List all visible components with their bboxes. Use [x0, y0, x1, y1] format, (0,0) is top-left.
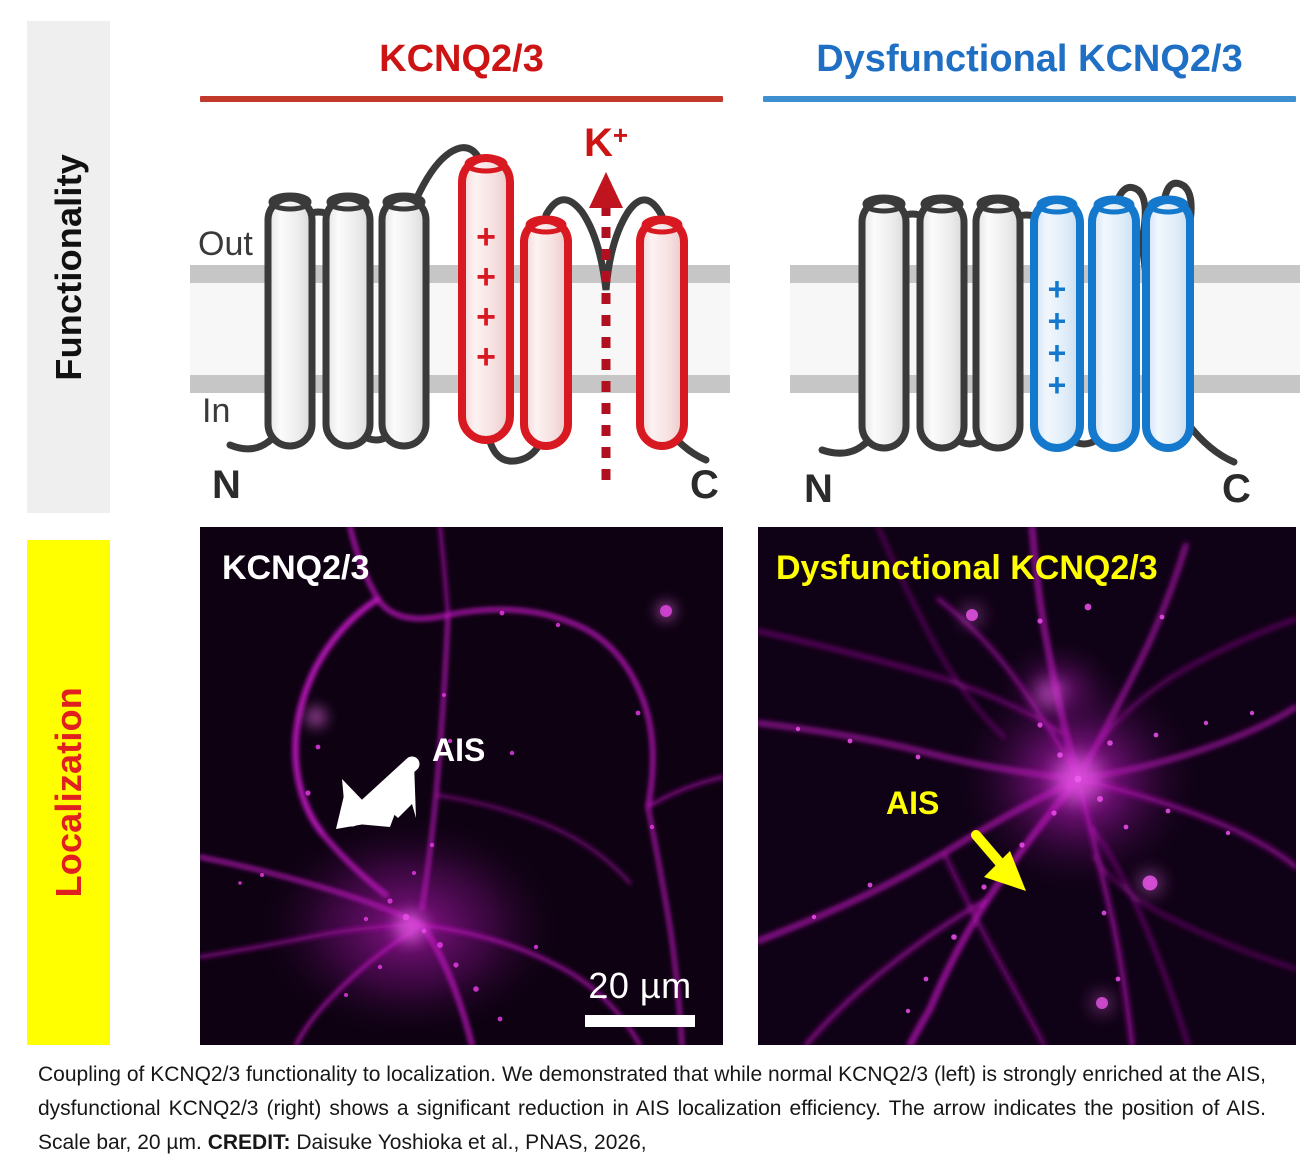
caption-body: Coupling of KCNQ2/3 functionality to loc…: [38, 1063, 1266, 1155]
micrograph-functional: KCNQ2/3 AIS 20 µm: [200, 527, 723, 1045]
label-in: In: [202, 392, 230, 430]
svg-text:+: +: [1048, 335, 1067, 371]
potassium-flux-arrow: [589, 172, 623, 480]
label-out: Out: [198, 225, 253, 263]
helix-s3: [378, 192, 430, 450]
topology-diagram-functional: + + + + K+ Out I: [190, 120, 730, 510]
svg-text:+: +: [476, 258, 496, 296]
topology-diagram-dysfunctional: + + + + N C: [790, 120, 1300, 510]
micrograph-dysfunctional: Dysfunctional KCNQ2/3 AIS: [758, 527, 1296, 1045]
helix-s2: [322, 192, 374, 450]
helix-group-neutral: [858, 194, 1024, 452]
micrograph-functional-image: [200, 527, 723, 1045]
svg-text:+: +: [1048, 303, 1067, 339]
label-n-terminus: N: [212, 463, 241, 507]
row-label-functionality: Functionality: [27, 21, 110, 513]
pore-loop: [542, 196, 666, 291]
helix-s6: [636, 215, 688, 450]
helix-s4-voltage-sensor: + + + +: [458, 154, 514, 444]
svg-text:+: +: [476, 218, 496, 256]
micrograph-dysfunctional-image: [758, 527, 1296, 1045]
caption-credit-label: CREDIT:: [207, 1131, 291, 1155]
helix-s3: [972, 194, 1024, 452]
row-label-localization-text: Localization: [47, 687, 89, 898]
row-label-localization: Localization: [27, 540, 110, 1045]
voltage-sensor-charges: + + + +: [1048, 271, 1067, 403]
loop-c-terminus: [1184, 420, 1238, 466]
helix-group-neutral: [264, 192, 430, 450]
label-c-terminus: C: [1222, 467, 1251, 510]
row-label-functionality-text: Functionality: [47, 153, 89, 381]
helix-s4-voltage-sensor: + + + +: [1030, 195, 1084, 452]
helix-s5: [520, 215, 572, 450]
column-rule-right: [763, 96, 1296, 102]
column-rule-left: [200, 96, 723, 102]
column-title-dysfunctional-kcnq23: Dysfunctional KCNQ2/3: [816, 38, 1243, 80]
label-n-terminus: N: [804, 467, 833, 510]
helix-s1: [264, 192, 316, 450]
svg-text:+: +: [1048, 367, 1067, 403]
svg-text:+: +: [1048, 271, 1067, 307]
caption-credit-text: Daisuke Yoshioka et al., PNAS, 2026,: [290, 1131, 647, 1155]
voltage-sensor-charges: + + + +: [476, 218, 496, 376]
helix-s5: [1088, 195, 1140, 452]
column-title-kcnq23: KCNQ2/3: [379, 38, 544, 80]
svg-text:+: +: [476, 298, 496, 336]
helix-s1: [858, 194, 910, 452]
helix-s6: [1142, 195, 1194, 452]
helix-s2: [916, 194, 968, 452]
potassium-ion-label: K+: [584, 120, 628, 165]
label-c-terminus: C: [690, 463, 719, 507]
svg-text:+: +: [476, 338, 496, 376]
figure-caption: Coupling of KCNQ2/3 functionality to loc…: [38, 1058, 1266, 1160]
